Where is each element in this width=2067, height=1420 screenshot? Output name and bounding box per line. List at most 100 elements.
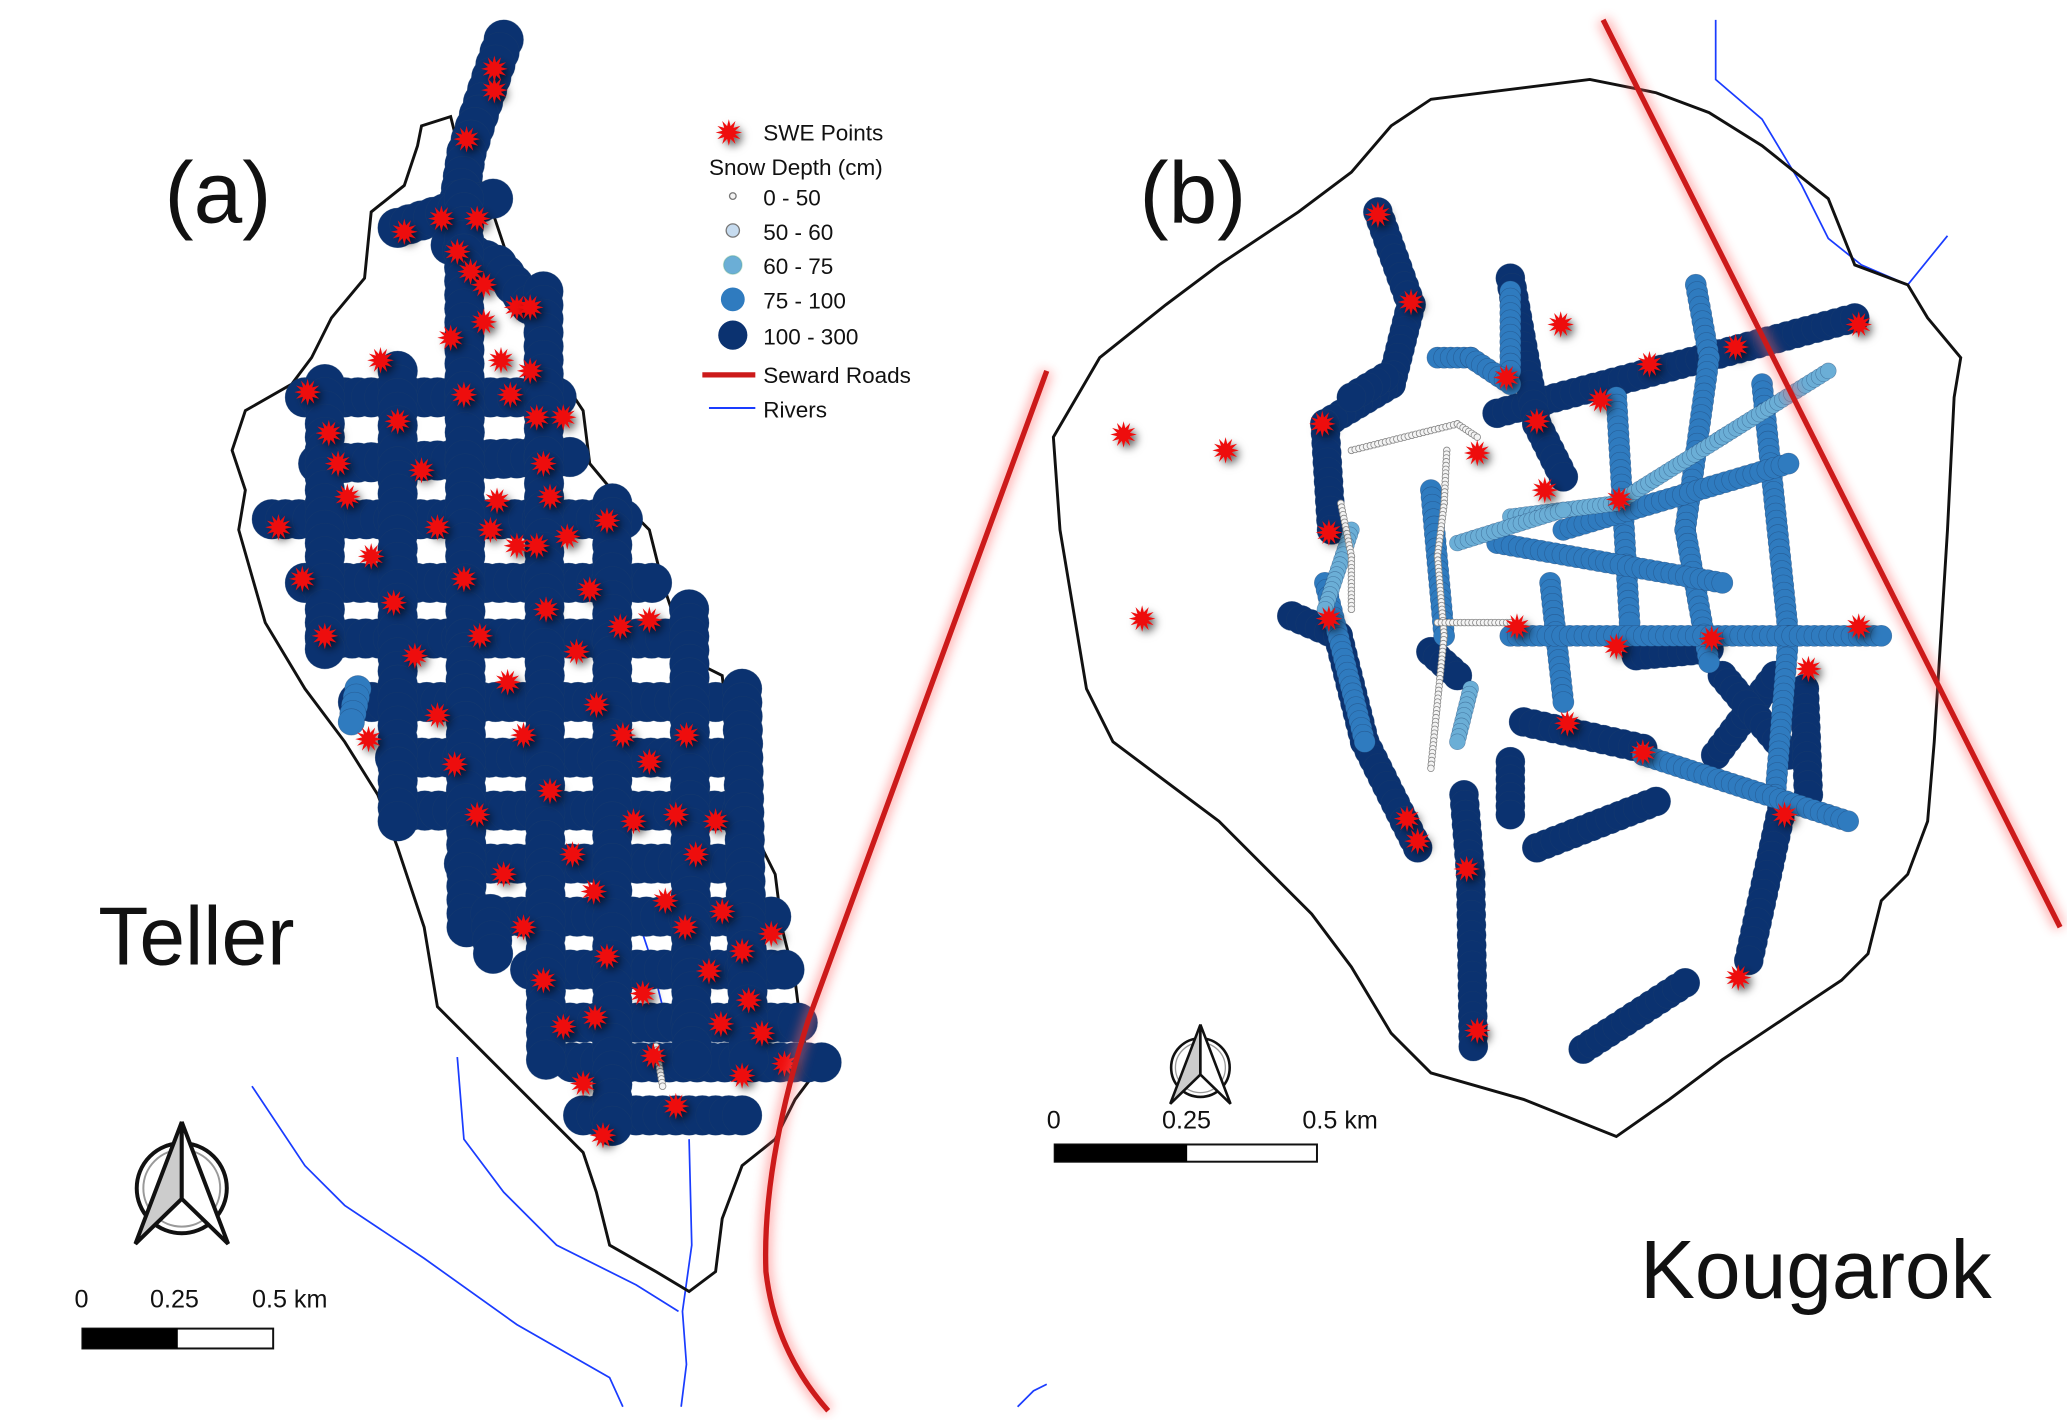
swe-point-star-icon <box>695 957 723 985</box>
scale-bar-fill <box>1054 1144 1188 1162</box>
swe-point-star-icon <box>424 513 451 541</box>
swe-point-star-icon <box>516 357 544 385</box>
snow-depth-point <box>1353 730 1376 753</box>
swe-point-star-icon <box>532 596 560 623</box>
legend-class-label: 50 - 60 <box>763 220 833 245</box>
river <box>1016 1383 1048 1408</box>
teller-watershed-boundary <box>230 114 817 1294</box>
swe-point-star-icon <box>652 887 679 914</box>
swe-point-star-icon <box>1531 476 1559 504</box>
swe-point-star-icon <box>463 801 491 828</box>
legend-swe-label: SWE Points <box>763 120 883 145</box>
river <box>680 1139 693 1407</box>
swe-point-star-icon <box>530 450 557 477</box>
swe-point-star-icon <box>510 913 537 941</box>
scale-bar-fill <box>82 1328 178 1349</box>
swe-point-star-icon <box>629 980 656 1007</box>
swe-point-star-icon <box>294 378 321 406</box>
swe-point-star-icon <box>1315 605 1343 632</box>
swe-point-star-icon <box>530 966 557 994</box>
swe-point-star-icon <box>503 294 531 321</box>
snow-depth-point <box>377 801 418 842</box>
swe-point-star-icon <box>1453 855 1480 883</box>
swe-point-star-icon <box>1587 386 1614 414</box>
swe-point-star-icon <box>569 1070 597 1097</box>
snow-depth-point <box>1641 786 1671 817</box>
swe-point-star-icon <box>702 808 729 835</box>
snow-depth-point <box>631 562 673 603</box>
swe-point-star-icon <box>550 404 577 431</box>
swe-point-star-icon <box>1404 827 1431 855</box>
swe-point-star-icon <box>357 543 385 570</box>
swe-point-star-icon <box>1554 710 1581 737</box>
swe-point-star-icon <box>1364 201 1392 228</box>
snow-depth-point <box>1777 452 1800 475</box>
swe-point-star-icon <box>640 1042 667 1069</box>
legend-class-label: 0 - 50 <box>763 185 821 210</box>
swe-point-star-icon <box>1603 633 1630 660</box>
swe-points-kougarok <box>1110 201 1872 1044</box>
swe-point-star-icon <box>735 986 762 1014</box>
panel-label-b: (b) <box>1139 144 1246 242</box>
scale-tick-0: 0 <box>74 1285 88 1313</box>
swe-point-star-icon <box>589 1121 617 1149</box>
swe-point-star-icon <box>1128 605 1156 632</box>
swe-point-star-icon <box>636 748 663 775</box>
snow-depth-point <box>1733 945 1764 976</box>
swe-point-star-icon <box>401 642 429 669</box>
swe-point-star-icon <box>771 1050 798 1077</box>
snow-depth-point <box>1820 362 1837 380</box>
swe-point-star-icon <box>593 507 621 534</box>
swe-point-star-icon <box>424 702 451 729</box>
swe-point-star-icon <box>457 258 484 285</box>
swe-point-star-icon <box>728 937 756 965</box>
swe-point-star-icon <box>620 808 647 835</box>
swe-points-teller <box>265 55 798 1149</box>
swe-point-star-icon <box>707 1010 735 1038</box>
swe-point-star-icon <box>673 721 700 749</box>
snow-depth-point <box>1870 624 1893 647</box>
north-arrow-icon <box>1169 1024 1232 1105</box>
snow-depth-point <box>1495 799 1526 830</box>
swe-point-star-icon <box>470 308 498 336</box>
swe-point-star-icon <box>1503 613 1531 640</box>
swe-point-star-icon <box>367 347 394 374</box>
swe-point-star-icon <box>289 565 316 593</box>
snow-depth-point <box>1473 433 1481 441</box>
snow-depth-point <box>1336 382 1367 413</box>
swe-point-star-icon <box>1636 351 1663 378</box>
swe-point-star-icon <box>550 1013 577 1040</box>
swe-point-star-icon <box>437 324 464 352</box>
swe-point-star-icon <box>450 381 478 408</box>
swe-point-star-icon <box>1315 519 1343 546</box>
scale-tick-mid: 0.25 <box>150 1285 199 1313</box>
swe-point-star-icon <box>441 751 468 778</box>
swe-point-star-icon <box>1698 625 1725 652</box>
swe-point-star-icon <box>315 419 343 447</box>
swe-point-star-icon <box>1795 655 1822 683</box>
snow-depth-point <box>337 708 365 736</box>
swe-point-star-icon <box>334 483 361 510</box>
swe-point-star-icon <box>1493 364 1520 391</box>
river <box>1714 19 1949 286</box>
swe-point-star-icon <box>576 576 603 603</box>
snow-depth-point <box>1837 810 1860 833</box>
swe-point-star-icon <box>581 1004 609 1031</box>
swe-point-star-icon <box>1629 739 1657 766</box>
swe-point-star-icon <box>470 271 498 299</box>
swe-point-star-icon <box>536 483 564 510</box>
swe-point-star-icon <box>609 721 637 749</box>
panel-a-teller: (a) Teller 0 0.25 0.5 km <box>74 19 1053 1416</box>
legend-class-label: 60 - 75 <box>763 254 833 279</box>
swe-point-star-icon <box>1771 801 1798 828</box>
swe-point-star-icon <box>487 347 515 374</box>
snow-depth-point <box>764 949 805 990</box>
site-label-kougarok: Kougarok <box>1640 1225 1992 1316</box>
swe-point-star-icon <box>606 613 634 640</box>
swe-point-star-icon <box>662 1092 690 1120</box>
swe-point-star-icon <box>1393 805 1421 832</box>
swe-point-star-icon <box>1547 311 1574 338</box>
swe-point-star-icon <box>1722 333 1749 361</box>
snow-depth-point <box>721 1095 763 1136</box>
snow-depth-point <box>801 1042 842 1083</box>
